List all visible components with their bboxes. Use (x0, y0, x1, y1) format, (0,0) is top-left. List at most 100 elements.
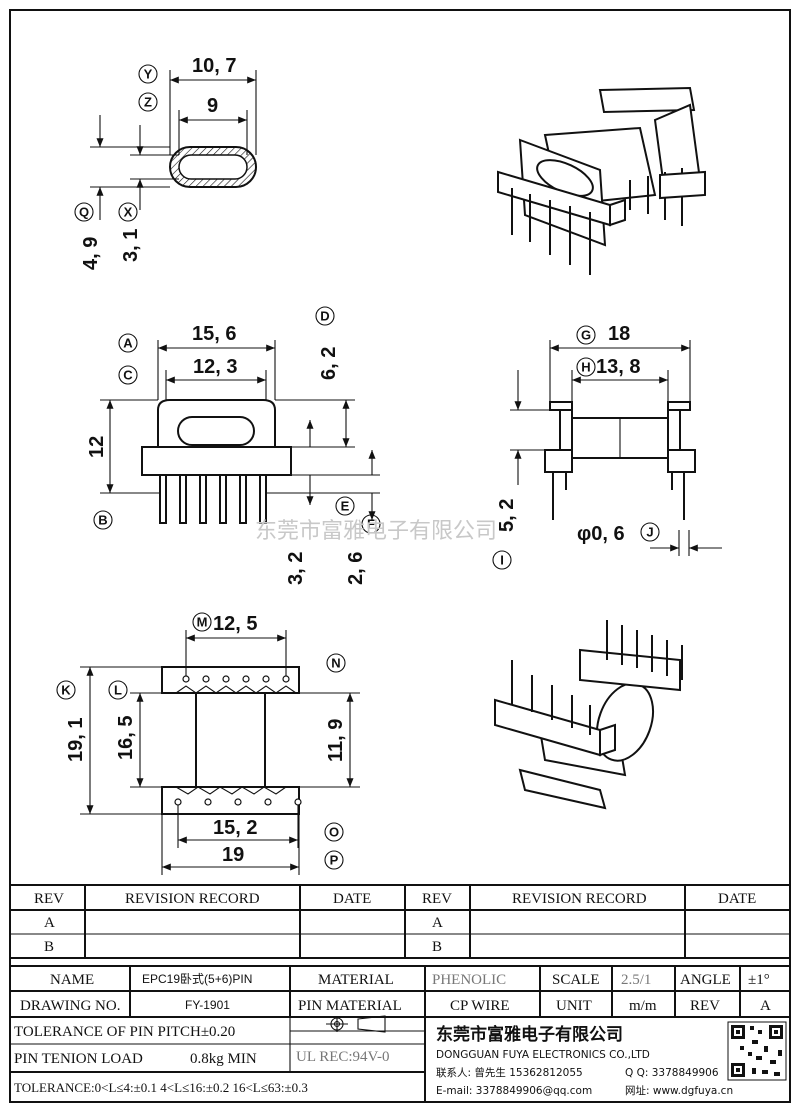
bottom-view: 12, 5 19, 1 16, 5 11, 9 15, 2 19 M K L N… (56, 612, 360, 875)
svg-text:D: D (320, 309, 329, 324)
material-label: MATERIAL (318, 972, 394, 988)
qr-code-icon (727, 1021, 787, 1081)
svg-text:B: B (98, 513, 107, 528)
svg-text:J: J (646, 525, 653, 540)
date-header-left: DATE (333, 891, 371, 907)
dim-top-outer-width: 10, 7 (192, 55, 236, 77)
scale-value: 2.5/1 (621, 972, 651, 988)
front-view: 15, 6 12, 3 12 6, 2 3, 2 2, 6 A C B D E … (86, 306, 381, 585)
callout-q: Q (74, 202, 94, 222)
drawing-no-label: DRAWING NO. (20, 998, 120, 1014)
ul-rec: UL REC:94V-0 (296, 1049, 389, 1065)
callout-o: O (324, 822, 344, 842)
dim-front-height: 12 (86, 436, 108, 458)
svg-text:G: G (581, 328, 591, 343)
rev-header-right: REV (422, 891, 452, 907)
pin-tension-label: PIN TENION LOAD (14, 1051, 143, 1067)
svg-text:H: H (581, 360, 590, 375)
svg-text:O: O (329, 825, 339, 840)
company-email: E-mail: 3378849906@qq.com (436, 1085, 592, 1097)
svg-text:I: I (500, 553, 504, 568)
dim-bottom-l: 16, 5 (115, 716, 137, 760)
callout-y: Y (138, 64, 158, 84)
callout-k: K (56, 680, 76, 700)
svg-text:K: K (61, 683, 71, 698)
unit-label: UNIT (556, 998, 592, 1014)
dim-front-outer-width: 15, 6 (192, 323, 236, 345)
company-website: 网址: www.dgfuya.cn (625, 1084, 733, 1097)
rev-row-a-left: A (44, 915, 55, 931)
dim-top-inner-width: 9 (207, 95, 218, 117)
dim-bottom-k: 19, 1 (65, 718, 87, 762)
callout-j: J (640, 522, 660, 542)
revision-table: REV REVISION RECORD DATE REV REVISION RE… (9, 884, 791, 959)
callout-a: A (118, 333, 138, 353)
name-label: NAME (50, 972, 94, 988)
callout-z: Z (138, 92, 158, 112)
title-block: NAME EPC19卧式(5+6)PIN MATERIAL PHENOLIC S… (9, 965, 791, 1103)
svg-text:Z: Z (144, 95, 152, 110)
dim-side-height: 5, 2 (496, 499, 518, 532)
callout-x: X (118, 202, 138, 222)
record-header-left: REVISION RECORD (125, 891, 260, 907)
unit-value: m/m (629, 998, 657, 1014)
dim-front-pin-a: 3, 2 (285, 552, 307, 585)
svg-text:M: M (197, 615, 208, 630)
callout-l: L (108, 680, 128, 700)
rev-row-a-right: A (432, 915, 443, 931)
callout-p: P (324, 850, 344, 870)
svg-text:C: C (123, 368, 133, 383)
side-view: 18 13, 8 5, 2 φ0, 6 G H I J (492, 323, 722, 570)
pin-material-label: PIN MATERIAL (298, 998, 402, 1014)
dim-pin-diameter: φ0, 6 (577, 523, 625, 545)
callout-b: B (93, 510, 113, 530)
callout-g: G (576, 325, 596, 345)
svg-text:F: F (367, 517, 375, 532)
pin-material-value: CP WIRE (450, 998, 510, 1014)
svg-text:N: N (331, 656, 340, 671)
rev-header-left: REV (34, 891, 64, 907)
iso-view-bottom (494, 620, 683, 810)
dim-bottom-m: 12, 5 (213, 613, 257, 635)
dim-front-d: 6, 2 (318, 347, 340, 380)
callout-d: D (315, 306, 335, 326)
dim-front-inner-width: 12, 3 (193, 356, 237, 378)
record-header-right: REVISION RECORD (512, 891, 647, 907)
projection-symbol (326, 1015, 386, 1033)
dim-front-pin-b: 2, 6 (345, 552, 367, 585)
callout-f: F (361, 514, 381, 534)
dim-top-height-x: 3, 1 (120, 229, 142, 262)
dim-bottom-p: 19 (222, 844, 244, 866)
company-name-en: DONGGUAN FUYA ELECTRONICS CO.,LTD (436, 1049, 650, 1061)
name-value: EPC19卧式(5+6)PIN (142, 972, 252, 986)
dim-bottom-o: 15, 2 (213, 817, 257, 839)
iso-view-top (497, 86, 706, 275)
svg-text:P: P (330, 853, 339, 868)
callout-m: M (192, 612, 212, 632)
rev-label: REV (690, 998, 720, 1014)
drawing-no-value: FY-1901 (185, 998, 230, 1012)
angle-value: ±1° (748, 972, 770, 988)
callout-e: E (335, 496, 355, 516)
company-name-cn: 东莞市富雅电子有限公司 (436, 1024, 623, 1045)
svg-text:Y: Y (144, 67, 153, 82)
watermark: 东莞市富雅电子有限公司 (255, 519, 497, 544)
callout-h: H (576, 357, 596, 377)
date-header-right: DATE (718, 891, 756, 907)
dim-bottom-n: 11, 9 (325, 719, 347, 762)
svg-text:E: E (341, 499, 350, 514)
pin-tension-value: 0.8kg MIN (190, 1051, 257, 1067)
scale-label: SCALE (552, 972, 600, 988)
material-value: PHENOLIC (432, 972, 506, 988)
dim-side-width: 18 (608, 323, 630, 345)
callout-n: N (326, 653, 346, 673)
rev-value: A (760, 998, 771, 1014)
company-qq: Q Q: 3378849906 (625, 1067, 719, 1079)
svg-text:Q: Q (79, 205, 89, 220)
company-contact: 联系人: 曾先生 15362812055 (436, 1066, 583, 1079)
svg-text:L: L (114, 683, 122, 698)
rev-row-b-left: B (44, 939, 54, 955)
tolerance-ranges: TOLERANCE:0<L≤4:±0.1 4<L≤16:±0.2 16<L≤63… (14, 1080, 308, 1095)
top-view: 10, 7 9 4, 9 3, 1 Y Z Q X (74, 55, 257, 270)
